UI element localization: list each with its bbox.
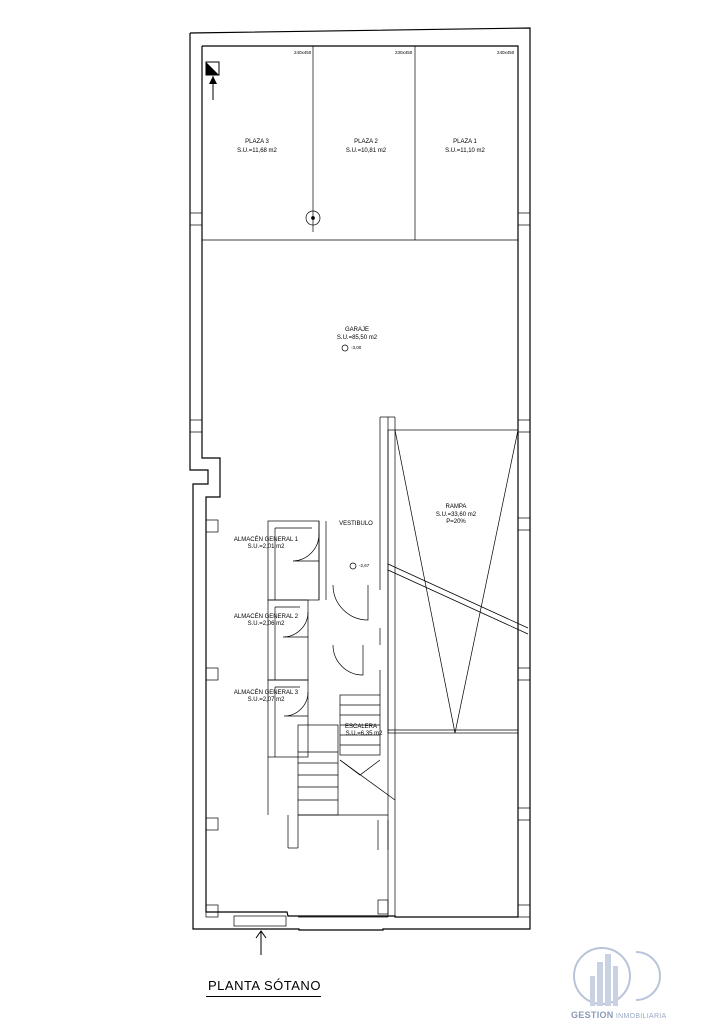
room-area-almacen1: S.U.=2,01 m2 — [247, 544, 285, 550]
storage-room-2 — [267, 599, 309, 681]
entrance-arrow-icon — [255, 930, 267, 955]
stair-block — [297, 724, 339, 816]
room-name-garaje: GARAJE — [344, 327, 370, 333]
room-area-plaza1: S.U.=11,10 m2 — [445, 148, 485, 154]
room-name-rampa: RAMPA — [445, 504, 467, 510]
ramp-line — [394, 429, 456, 734]
drain-center — [311, 216, 315, 220]
room-area-plaza2: S.U.=10,81 m2 — [345, 148, 387, 154]
plan-title: PLANTA SÓTANO — [208, 978, 321, 993]
room-name-vestibulo: VESTIBULO — [339, 521, 373, 527]
pillar — [517, 419, 531, 433]
ramp-line — [454, 429, 519, 734]
outer-wall — [189, 27, 531, 931]
level-marker-icon — [341, 344, 349, 352]
pillar — [205, 817, 219, 831]
pillar — [189, 419, 203, 433]
section-line — [387, 563, 529, 629]
pillar — [517, 212, 531, 226]
storage-room-3 — [267, 679, 309, 758]
pillar — [517, 667, 531, 681]
pillar — [205, 667, 219, 681]
logo-suffix: INMOBILIARIA — [615, 1013, 667, 1020]
level-label-vestibulo: -2,67 — [359, 563, 370, 568]
pillar — [377, 899, 389, 915]
room-area-garaje: S.U.=85,50 m2 — [336, 335, 378, 341]
door-swing — [332, 644, 364, 676]
title-underline — [206, 996, 321, 997]
dimension-label: 240x450 — [294, 50, 312, 55]
inner-wall — [201, 45, 519, 918]
pillar — [517, 517, 531, 531]
pillar — [189, 212, 203, 226]
room-name-almacen1: ALMACÉN GENERAL 1 — [233, 537, 299, 543]
pillar — [205, 519, 219, 533]
stair-landing — [339, 759, 381, 776]
pillar — [517, 807, 531, 821]
drain-icon — [305, 210, 321, 226]
pillar — [205, 904, 219, 918]
room-area-almacen2: S.U.=2,06 m2 — [247, 621, 285, 627]
storage-room-1 — [267, 520, 320, 601]
dimension-label: 240x450 — [497, 50, 515, 55]
door-swing — [292, 533, 320, 562]
room-area-almacen3: S.U.=2,07 m2 — [247, 697, 285, 703]
door-swing — [332, 584, 369, 621]
logo-brand: GESTION — [571, 1010, 614, 1020]
room-area-rampa: S.U.=33,60 m2 — [435, 512, 477, 518]
entrance-door — [233, 915, 287, 927]
level-marker-icon — [349, 562, 357, 570]
pillar — [517, 904, 531, 918]
door-swing — [283, 691, 309, 717]
ramp-area — [387, 429, 519, 734]
room-name-plaza2: PLAZA 2 — [354, 139, 378, 145]
room-area-escalera: S.U.=6,35 m2 — [345, 731, 383, 737]
room-area-plaza3: S.U.=11,68 m2 — [237, 148, 277, 154]
company-logo-icon — [573, 947, 661, 1006]
room-slope-rampa: P=20% — [446, 519, 466, 525]
door-swing — [282, 611, 309, 638]
room-name-almacen2: ALMACÉN GENERAL 2 — [233, 614, 299, 620]
section-line — [387, 569, 529, 635]
room-name-plaza3: PLAZA 3 — [245, 139, 269, 145]
north-arrow-icon — [205, 61, 220, 100]
section-line — [339, 759, 396, 801]
dimension-label: 230x450 — [395, 50, 413, 55]
level-label-garaje: -3,00 — [351, 345, 362, 350]
room-name-almacen3: ALMACÉN GENERAL 3 — [233, 690, 299, 696]
logo-text: GESTION INMOBILIARIA — [571, 1010, 667, 1020]
room-name-escalera: ESCALERA — [344, 724, 378, 730]
room-name-plaza1: PLAZA 1 — [453, 139, 477, 145]
